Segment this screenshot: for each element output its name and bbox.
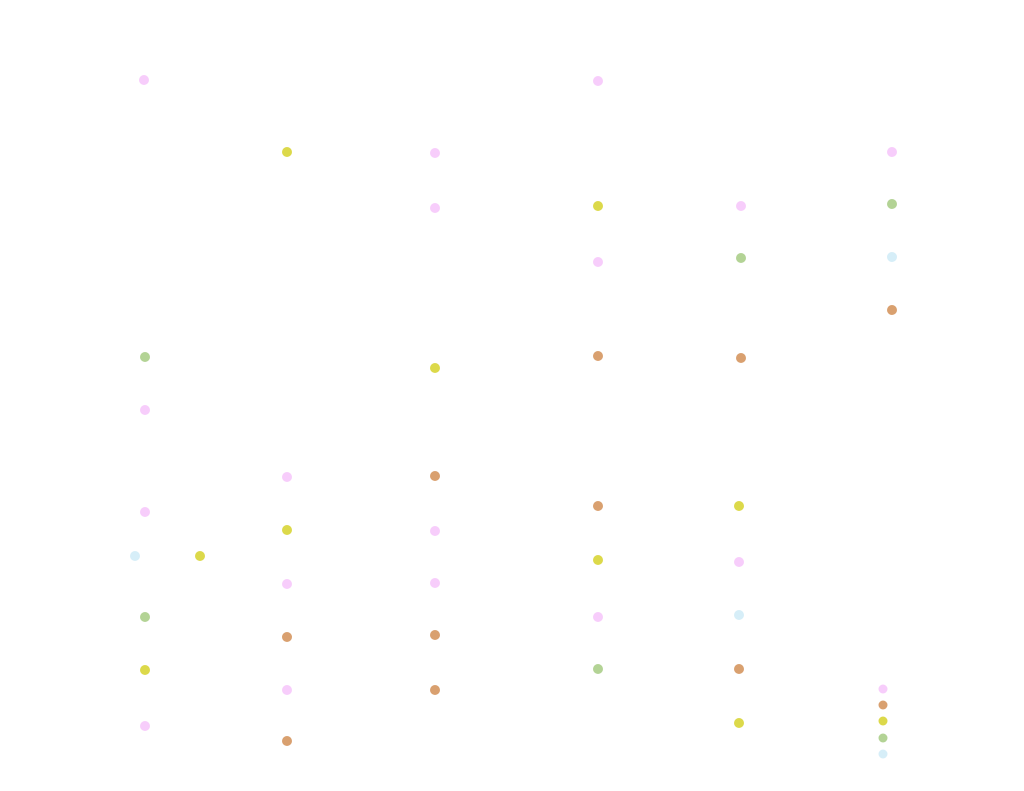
dot-pink-1 xyxy=(593,76,603,86)
dot-brown-38 xyxy=(734,664,744,674)
dot-pink-39 xyxy=(282,685,292,695)
dot-yellow-6 xyxy=(593,201,603,211)
dot-brown-14 xyxy=(593,351,603,361)
dot-brown-19 xyxy=(430,471,440,481)
dot-brown-40 xyxy=(430,685,440,695)
dot-pink-24 xyxy=(430,526,440,536)
dot-yellow-42 xyxy=(734,718,744,728)
dot-green-33 xyxy=(140,612,150,622)
dot-brown-43 xyxy=(282,736,292,746)
dot-pink-5 xyxy=(430,203,440,213)
dot-pink-41 xyxy=(140,721,150,731)
swatch-lightblue xyxy=(878,749,888,759)
dot-pink-3 xyxy=(430,148,440,158)
dot-yellow-36 xyxy=(140,665,150,675)
dot-pink-30 xyxy=(430,578,440,588)
dot-brown-15 xyxy=(736,353,746,363)
dot-brown-35 xyxy=(430,630,440,640)
dot-pink-22 xyxy=(140,507,150,517)
dot-pink-4 xyxy=(887,147,897,157)
dot-green-37 xyxy=(593,664,603,674)
swatch-pink xyxy=(878,684,888,694)
swatch-yellow xyxy=(878,716,888,726)
dot-yellow-26 xyxy=(195,551,205,561)
swatch-brown xyxy=(878,700,888,710)
dot-brown-12 xyxy=(887,305,897,315)
dot-brown-34 xyxy=(282,632,292,642)
dot-yellow-27 xyxy=(593,555,603,565)
dot-yellow-2 xyxy=(282,147,292,157)
dot-pink-29 xyxy=(282,579,292,589)
dot-brown-20 xyxy=(593,501,603,511)
dot-pink-17 xyxy=(140,405,150,415)
dot-pink-28 xyxy=(734,557,744,567)
dot-pink-18 xyxy=(282,472,292,482)
dot-lightblue-11 xyxy=(887,252,897,262)
dot-pink-0 xyxy=(139,75,149,85)
dot-lightblue-25 xyxy=(130,551,140,561)
dot-yellow-21 xyxy=(734,501,744,511)
swatch-green xyxy=(878,733,888,743)
dot-green-8 xyxy=(887,199,897,209)
dot-pink-9 xyxy=(593,257,603,267)
dot-green-13 xyxy=(140,352,150,362)
dot-green-10 xyxy=(736,253,746,263)
dot-yellow-16 xyxy=(430,363,440,373)
dot-pink-31 xyxy=(593,612,603,622)
dot-pink-7 xyxy=(736,201,746,211)
dot-yellow-23 xyxy=(282,525,292,535)
dot-lightblue-32 xyxy=(734,610,744,620)
